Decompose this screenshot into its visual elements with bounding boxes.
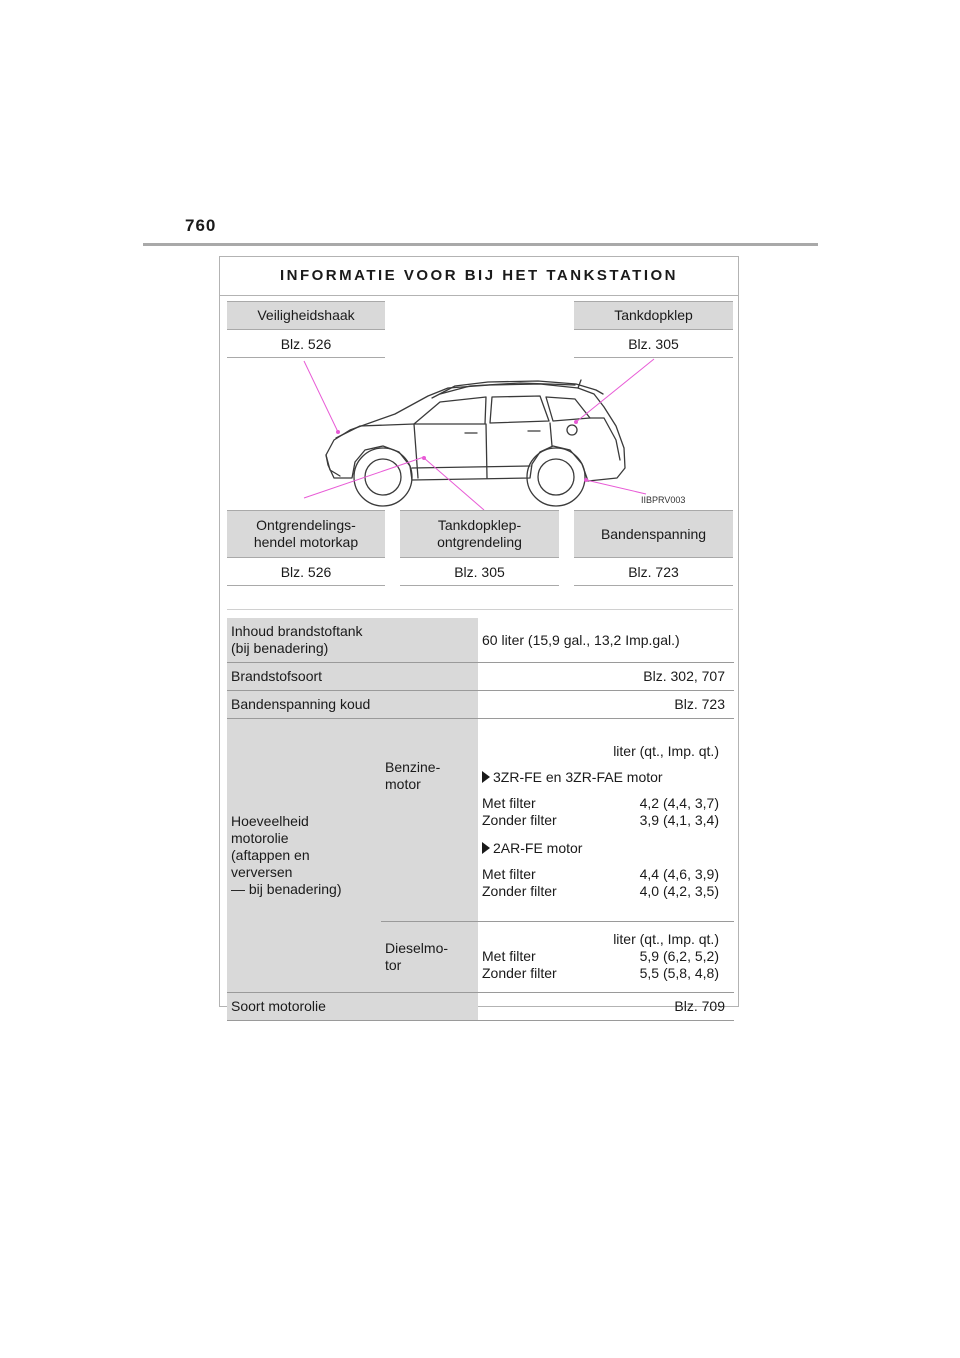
engine-b-with-filter-row: Met filter 4,4 (4,6, 3,9)	[482, 866, 725, 883]
without-filter-value: 4,0 (4,2, 3,5)	[639, 882, 719, 899]
triangle-bullet-icon	[482, 770, 490, 783]
with-filter-value: 4,2 (4,4, 3,7)	[639, 794, 719, 811]
tire-pressure-label: Bandenspanning koud	[227, 690, 478, 719]
fuel-type-label: Brandstofsoort	[227, 662, 478, 691]
without-filter-value: 5,5 (5,8, 4,8)	[639, 964, 719, 981]
pointer-dot	[584, 478, 588, 482]
callout-label-safety-catch: Veiligheidshaak	[227, 301, 385, 330]
car-windows	[413, 395, 591, 425]
car-roof-rail	[439, 382, 576, 395]
petrol-oil-values: liter (qt., Imp. qt.) 3ZR-FE en 3ZR-FAE …	[478, 718, 734, 922]
image-code: IIBPRV003	[641, 495, 686, 505]
diesel-with-filter-row: Met filter 5,9 (6,2, 5,2)	[482, 948, 725, 965]
without-filter-label: Zonder filter	[482, 964, 557, 981]
table-row-tire-pressure: Bandenspanning koud Blz. 723	[227, 690, 734, 719]
car-door-handles	[464, 430, 541, 434]
frame-separator	[227, 609, 733, 610]
header-rule	[143, 243, 818, 246]
car-front-bumper	[325, 454, 341, 477]
table-row-fuel-capacity: Inhoud brandstoftank (bij benadering) 60…	[227, 618, 734, 663]
pointer-dot	[336, 430, 340, 434]
engine-b-heading: 2AR-FE motor	[482, 840, 725, 857]
spec-table: Inhoud brandstoftank (bij benadering) 60…	[227, 618, 734, 1021]
triangle-bullet-icon	[482, 841, 490, 854]
engine-a-heading: 3ZR-FE en 3ZR-FAE motor	[482, 769, 725, 786]
diesel-unit: liter (qt., Imp. qt.)	[613, 930, 719, 947]
engine-b-without-filter-row: Zonder filter 4,0 (4,2, 3,5)	[482, 883, 725, 900]
with-filter-label: Met filter	[482, 865, 536, 882]
diesel-without-filter-row: Zonder filter 5,5 (5,8, 4,8)	[482, 965, 725, 982]
fuel-capacity-value: 60 liter (15,9 gal., 13,2 Imp.gal.)	[478, 618, 734, 663]
car-roof-line	[431, 380, 604, 399]
section-title: INFORMATIE VOOR BIJ HET TANKSTATION	[220, 257, 738, 296]
callout-page-hood-release: Blz. 526	[227, 558, 385, 586]
engine-a-name: 3ZR-FE en 3ZR-FAE motor	[493, 768, 663, 785]
car-body-outline	[325, 383, 626, 482]
oil-type-label: Soort motorolie	[227, 992, 478, 1021]
pointer-hood-release	[303, 456, 425, 499]
diesel-oil-values: liter (qt., Imp. qt.) Met filter 5,9 (6,2…	[478, 921, 734, 993]
pointer-fuel-door	[575, 358, 655, 423]
diesel-engine-label: Dieselmo- tor	[381, 921, 478, 993]
callout-label-tire-pressure: Bandenspanning	[574, 510, 733, 558]
callout-page-fuel-door: Blz. 305	[574, 330, 733, 358]
callout-label-hood-release: Ontgrendelings- hendel motorkap	[227, 510, 385, 558]
pointer-safety-catch	[303, 360, 339, 433]
car-antenna	[577, 379, 582, 389]
car-fuel-door-shape	[566, 424, 578, 436]
table-row-fuel-type: Brandstofsoort Blz. 302, 707	[227, 662, 734, 691]
car-front-wheel-outer	[353, 447, 413, 507]
car-hood-line	[335, 423, 415, 439]
table-row-oil-type: Soort motorolie Blz. 709	[227, 992, 734, 1021]
tire-pressure-value: Blz. 723	[478, 690, 734, 719]
petrol-engine-label: Benzine- motor	[381, 718, 478, 922]
petrol-unit: liter (qt., Imp. qt.)	[613, 742, 719, 759]
car-rear-wheel-inner	[537, 458, 575, 496]
car-front-wheel-inner	[364, 458, 402, 496]
without-filter-label: Zonder filter	[482, 811, 557, 828]
callout-text: Tankdopklep	[614, 307, 693, 323]
engine-a-without-filter-row: Zonder filter 3,9 (4,1, 3,4)	[482, 812, 725, 829]
callout-page-fuel-door-release: Blz. 305	[400, 558, 559, 586]
pointer-dot	[574, 420, 578, 424]
car-rear-panel	[589, 417, 621, 461]
pointer-dot	[422, 456, 426, 460]
info-frame: INFORMATIE VOOR BIJ HET TANKSTATION	[219, 256, 739, 1007]
car-sill-line	[411, 465, 531, 469]
with-filter-label: Met filter	[482, 947, 536, 964]
car-rear-wheel-outer	[526, 447, 586, 507]
callout-page-tire-pressure: Blz. 723	[574, 558, 733, 586]
callout-label-fuel-door: Tankdopklep	[574, 301, 733, 330]
oil-type-value: Blz. 709	[478, 992, 734, 1021]
callout-page-safety-catch: Blz. 526	[227, 330, 385, 358]
table-row-oil-diesel: Dieselmo- tor liter (qt., Imp. qt.) Met …	[227, 921, 734, 993]
with-filter-value: 4,4 (4,6, 3,9)	[639, 865, 719, 882]
pointer-fuel-door-release	[423, 457, 485, 511]
with-filter-value: 5,9 (6,2, 5,2)	[639, 947, 719, 964]
pointer-tire-pressure	[585, 479, 647, 495]
callout-text: Veiligheidshaak	[257, 307, 355, 323]
oil-quantity-label: Hoeveelheid motorolie (aftappen en verve…	[227, 718, 381, 993]
engine-a-with-filter-row: Met filter 4,2 (4,4, 3,7)	[482, 795, 725, 812]
callout-label-fuel-door-release: Tankdopklep- ontgrendeling	[400, 510, 559, 558]
engine-b-name: 2AR-FE motor	[493, 839, 583, 856]
car-door-lines	[413, 422, 553, 479]
page-number: 760	[185, 216, 217, 235]
without-filter-label: Zonder filter	[482, 882, 557, 899]
fuel-type-value: Blz. 302, 707	[478, 662, 734, 691]
without-filter-value: 3,9 (4,1, 3,4)	[639, 811, 719, 828]
with-filter-label: Met filter	[482, 794, 536, 811]
fuel-capacity-label: Inhoud brandstoftank (bij benadering)	[227, 618, 478, 663]
table-row-oil-petrol: Hoeveelheid motorolie (aftappen en verve…	[227, 718, 734, 993]
